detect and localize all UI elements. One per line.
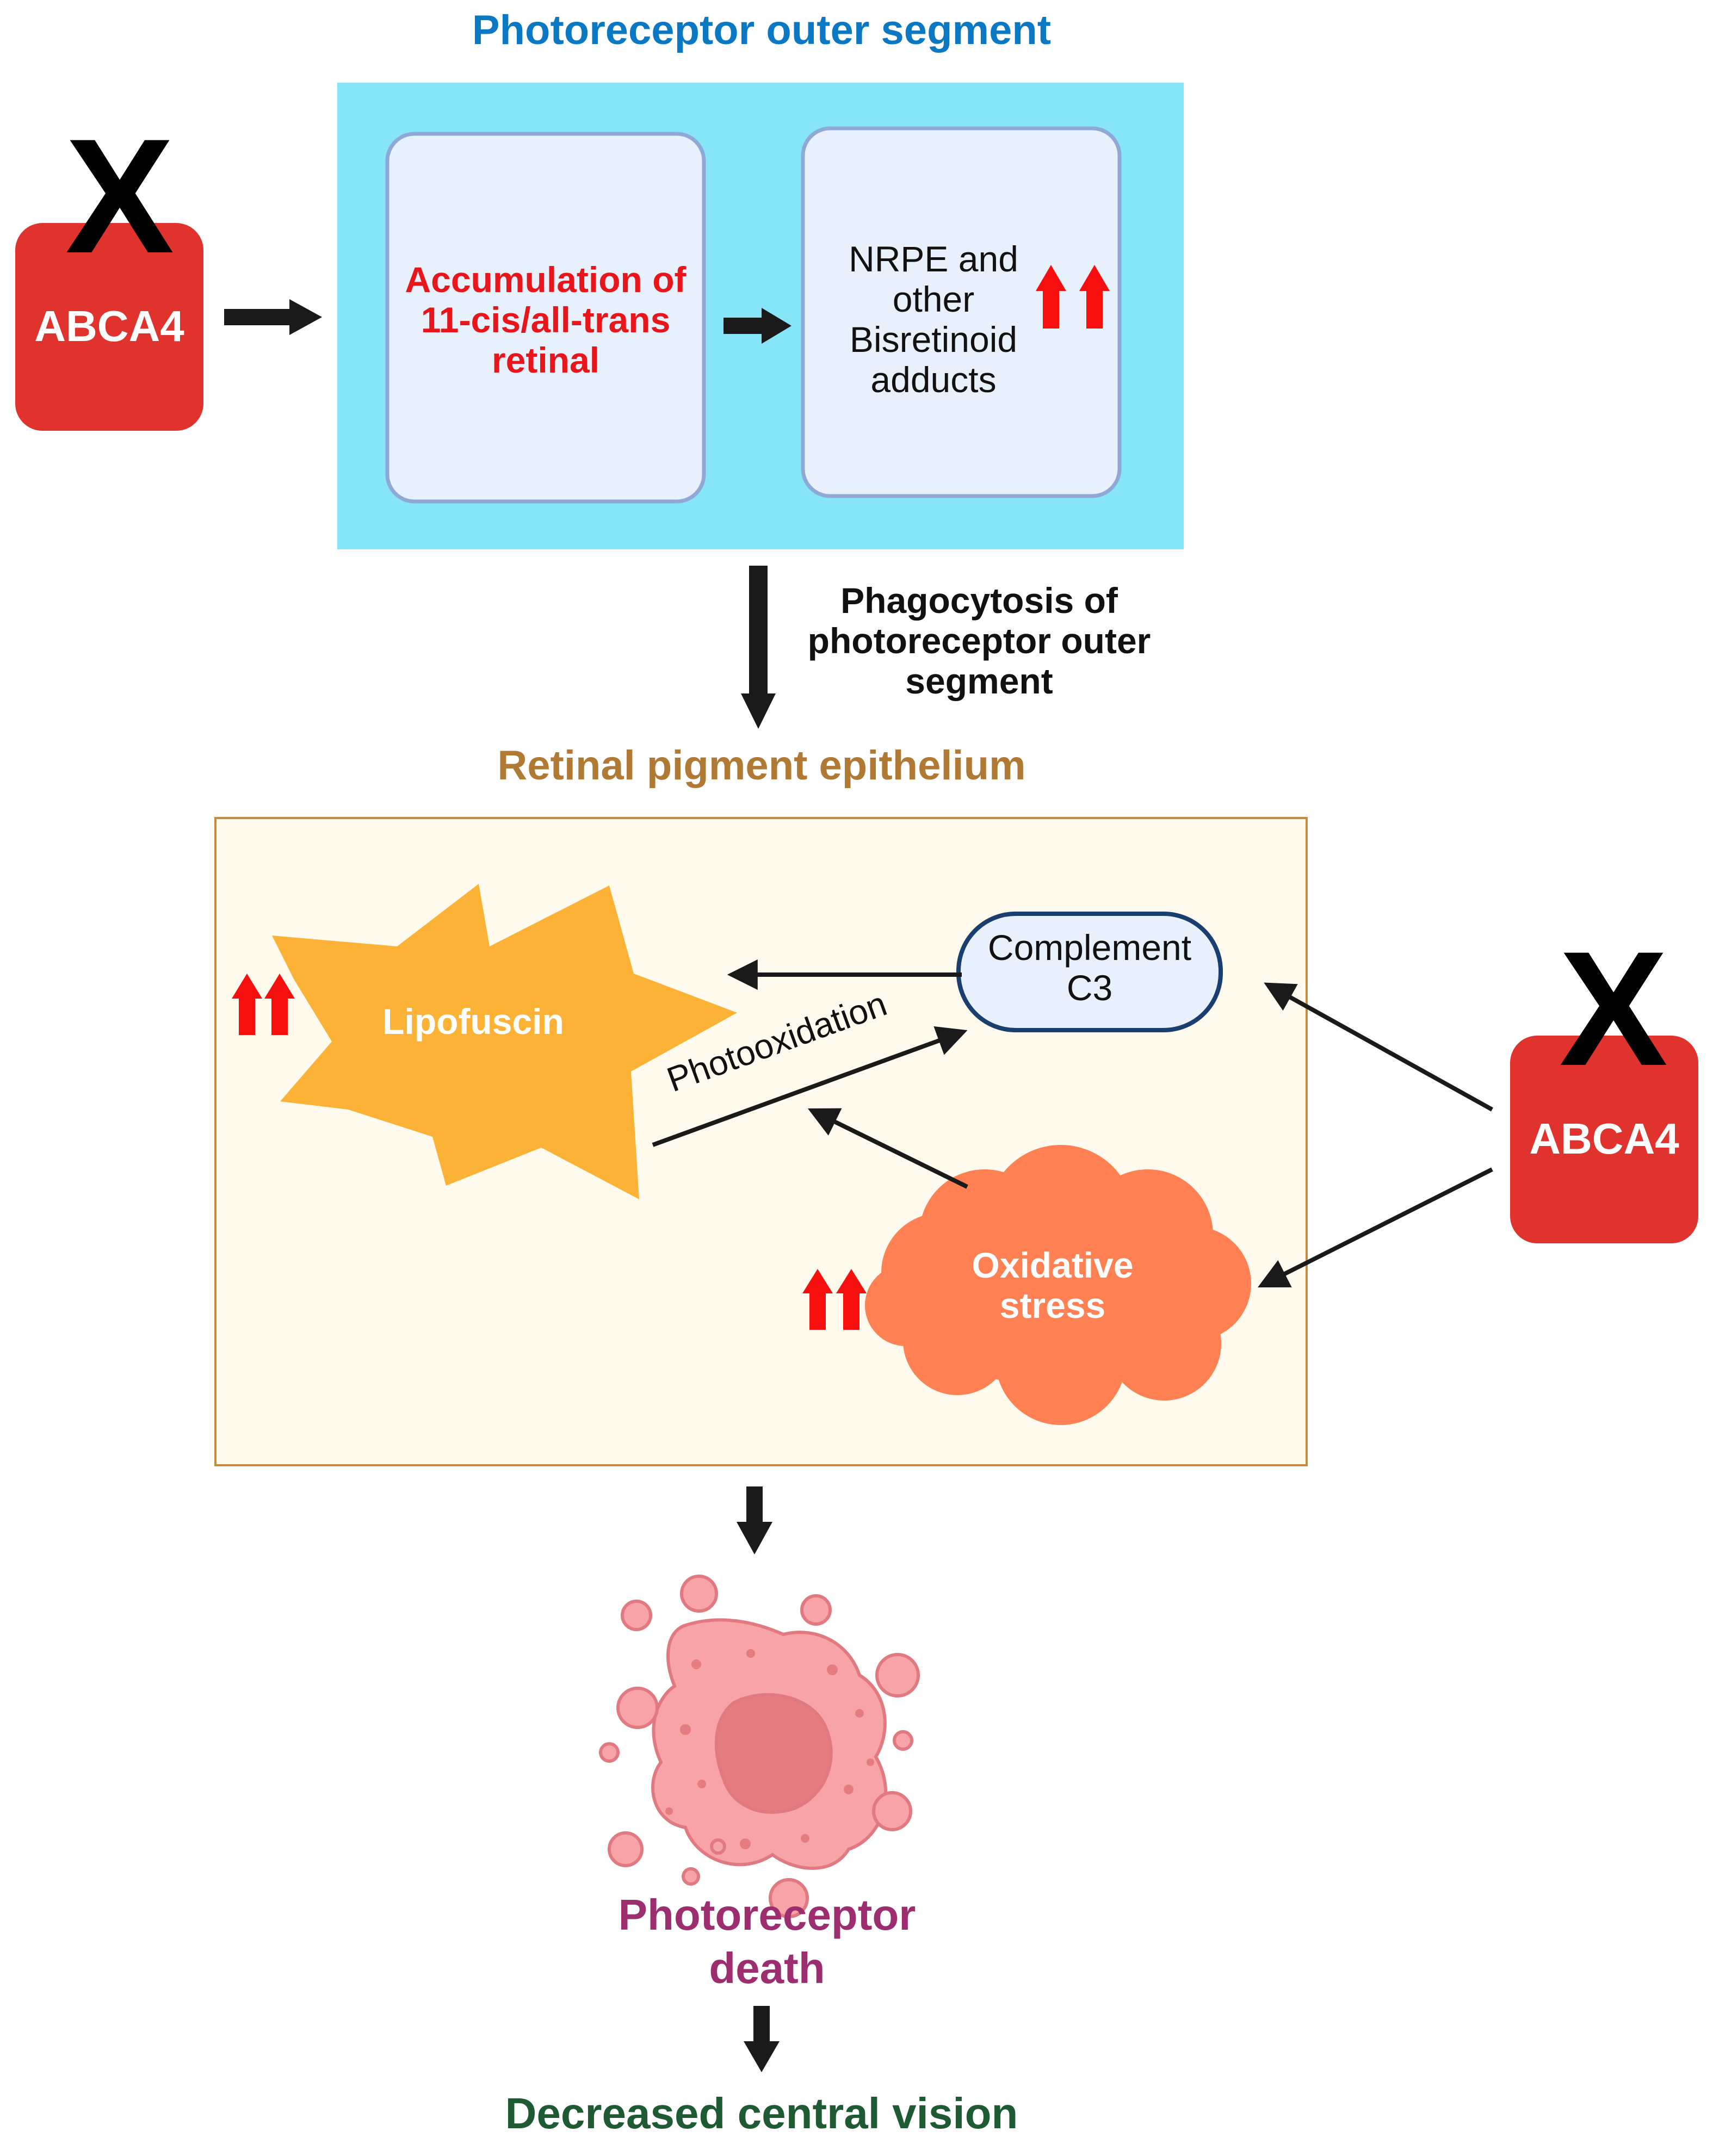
oxidative-line-2: stress bbox=[999, 1285, 1106, 1325]
complement-line-2: C3 bbox=[1066, 967, 1113, 1008]
accumulation-line-2: 11-cis/all-trans bbox=[420, 299, 671, 340]
lipofuscin-label: Lipofuscin bbox=[382, 1001, 564, 1042]
arrow-abca4-to-oxidative-stress bbox=[1257, 1167, 1493, 1288]
complement-line-1: Complement bbox=[987, 927, 1192, 968]
oxidative-line-1: Oxidative bbox=[972, 1245, 1134, 1285]
up-arrows-lipofuscin bbox=[232, 974, 295, 1035]
phagocytosis-line-1: Phagocytosis of bbox=[840, 580, 1118, 621]
up-arrows-nrpe bbox=[1036, 265, 1110, 329]
oxidative-stress-text: Oxidative stress bbox=[911, 1245, 1194, 1326]
nrpe-box bbox=[801, 126, 1122, 498]
phagocytosis-line-3: segment bbox=[905, 660, 1053, 701]
rpe-title: Retinal pigment epithelium bbox=[497, 742, 1026, 789]
lipofuscin-star bbox=[272, 884, 737, 1199]
complement-text: Complement C3 bbox=[958, 927, 1221, 1008]
death-line-2: death bbox=[709, 1943, 825, 1992]
abca4-right-box bbox=[1510, 1036, 1698, 1243]
nrpe-line-3: Bisretinoid bbox=[849, 319, 1018, 360]
abca4-top-box bbox=[15, 223, 203, 431]
death-line-1: Photoreceptor bbox=[618, 1891, 916, 1939]
up-arrows-oxidative-stress bbox=[802, 1269, 867, 1330]
accumulation-text: Accumulation of 11-cis/all-trans retinal bbox=[387, 259, 704, 381]
outer-segment-title: Photoreceptor outer segment bbox=[472, 7, 1052, 53]
cell-granules bbox=[665, 1649, 874, 1849]
arrow-abca4-to-outer-segment bbox=[224, 299, 322, 335]
oxidative-stress-cloud bbox=[865, 1145, 1251, 1425]
complement-c3-box bbox=[956, 912, 1223, 1032]
nrpe-text: NRPE and other Bisretinoid adducts bbox=[803, 239, 1064, 400]
abca4-top-x-mark: X bbox=[65, 104, 175, 287]
abca4-right-x-mark: X bbox=[1559, 917, 1668, 1100]
nrpe-line-2: other bbox=[892, 278, 975, 319]
accumulation-line-3: retinal bbox=[491, 339, 600, 380]
phagocytosis-line-2: photoreceptor outer bbox=[807, 620, 1151, 661]
outcome-text: Decreased central vision bbox=[505, 2089, 1018, 2138]
nrpe-line-4: adducts bbox=[870, 359, 997, 400]
phagocytosis-text: Phagocytosis of photoreceptor outer segm… bbox=[783, 580, 1175, 702]
arrow-rpe-to-death bbox=[737, 1486, 772, 1554]
abca4-right-label: ABCA4 bbox=[1529, 1114, 1679, 1163]
arrow-abca4-to-complement bbox=[1264, 982, 1493, 1112]
arrow-death-to-outcome bbox=[744, 2006, 780, 2072]
nrpe-line-1: NRPE and bbox=[849, 239, 1018, 279]
arrow-accumulation-to-nrpe bbox=[723, 308, 791, 344]
dying-cell-illustration bbox=[599, 1575, 920, 1918]
accumulation-line-1: Accumulation of bbox=[405, 259, 687, 300]
arrow-phagocytosis-down bbox=[741, 566, 776, 729]
arrow-photooxidation bbox=[652, 1026, 968, 1147]
accumulation-box bbox=[385, 132, 706, 504]
photoreceptor-death-text: Photoreceptor death bbox=[544, 1888, 990, 1994]
abca4-top-label: ABCA4 bbox=[34, 302, 184, 350]
arrow-oxidative-to-photooxidation bbox=[807, 1108, 968, 1189]
